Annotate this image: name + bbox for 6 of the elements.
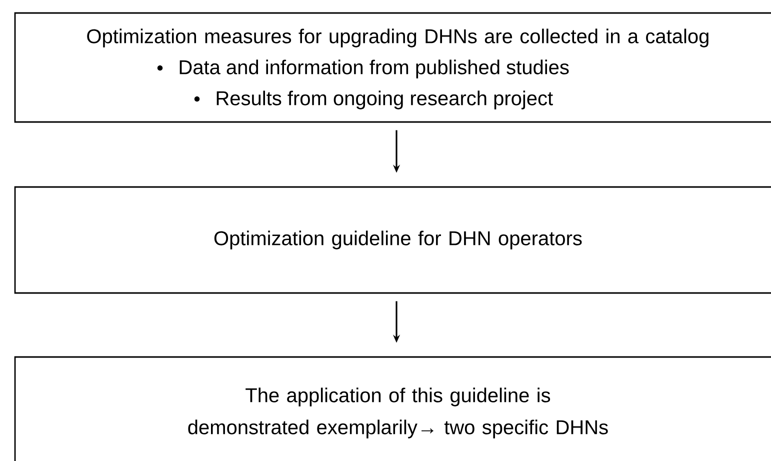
process-box: Optimization measures for upgrading DHNs are collected in a catalog Data and information from published studies Results from ongoing research project (14, 12, 771, 123)
node-label: Data and information from published studies (180, 60, 569, 78)
process-box: The application of this guideline is demonstrated exemplarily→ two specific DHNs (14, 356, 771, 461)
node-label: Optimization measures for upgrading DHNs are collected in a catalog (87, 28, 708, 48)
process-box: Optimization guideline for DHN operators (14, 186, 771, 294)
node-label: Results from ongoing research project (216, 90, 553, 110)
